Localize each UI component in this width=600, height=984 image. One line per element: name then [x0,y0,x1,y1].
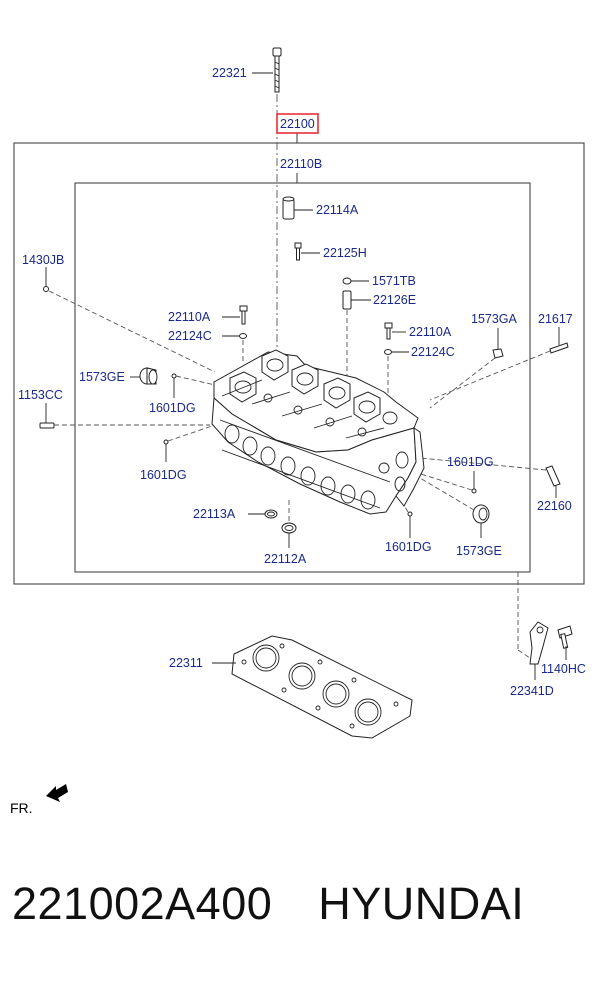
pin-1430jb-icon[interactable] [43,286,49,292]
front-direction-label: FR. [10,800,33,816]
label-22124c-right[interactable]: 22124C [411,345,455,359]
label-22110a-left[interactable]: 22110A [168,310,211,324]
stud-22160-icon[interactable] [545,465,561,487]
oring-22113a-icon[interactable] [264,509,278,519]
sleeve-22114a-icon[interactable] [282,196,295,220]
plug-1601dg-2-icon[interactable] [163,439,169,445]
label-1601dg-4[interactable]: 1601DG [385,540,432,554]
label-1601dg-2[interactable]: 1601DG [140,468,187,482]
label-1140hc[interactable]: 1140HC [541,662,586,676]
washer-22124c-left-icon[interactable] [239,333,247,339]
assembly-frame-inner [74,182,531,573]
plug-1573ge-left-icon[interactable] [139,367,158,385]
bolt-1140hc-icon[interactable] [557,625,573,649]
part-number: 221002A400 [12,878,273,929]
brand-name: HYUNDAI [318,878,525,929]
label-1573ge-left[interactable]: 1573GE [79,370,125,384]
oring-22112a-icon[interactable] [281,522,297,534]
bolt-22110a-right-icon[interactable] [384,322,393,340]
stud-21617-icon[interactable] [549,342,569,354]
label-22160[interactable]: 22160 [537,499,572,513]
cylinder-head-icon[interactable] [211,349,425,515]
stud-1153cc-icon[interactable] [39,422,55,429]
label-1573ga[interactable]: 1573GA [471,312,518,326]
label-21617[interactable]: 21617 [538,312,573,326]
label-1573ge-right[interactable]: 1573GE [456,544,502,558]
bracket-22341d-icon[interactable] [529,621,549,665]
bolt-22321-icon[interactable] [272,47,282,93]
label-1571tb[interactable]: 1571TB [372,274,416,288]
label-22114a[interactable]: 22114A [316,203,359,217]
plug-1601dg-1-icon[interactable] [171,373,177,379]
bolt-22125h-icon[interactable] [294,242,302,261]
label-22126e[interactable]: 22126E [373,293,416,307]
plug-1601dg-3-icon[interactable] [471,488,477,494]
bolt-22110a-left-icon[interactable] [239,305,248,325]
label-1601dg-3[interactable]: 1601DG [447,455,494,469]
label-22110b[interactable]: 22110B [280,157,322,171]
plug-1573ga-icon[interactable] [492,348,504,359]
washer-22124c-right-icon[interactable] [384,349,392,355]
pin-22126e-icon[interactable] [342,290,352,310]
assembly-frame-outer [13,142,585,585]
label-22110a-right[interactable]: 22110A [409,325,452,339]
label-22311[interactable]: 22311 [169,656,203,670]
front-arrow-icon [46,784,68,802]
highlight-box [276,113,319,134]
label-1601dg-1[interactable]: 1601DG [149,401,196,415]
plug-1571tb-icon[interactable] [342,277,352,285]
label-1430jb[interactable]: 1430JB [22,253,64,267]
label-22124c-left[interactable]: 22124C [168,329,212,343]
label-22113a[interactable]: 22113A [193,507,236,521]
label-22321[interactable]: 22321 [212,66,247,80]
label-22112a[interactable]: 22112A [264,552,307,566]
label-22100[interactable]: 22100 [280,117,315,131]
label-22125h[interactable]: 22125H [323,246,367,260]
label-22341d[interactable]: 22341D [510,684,554,698]
plug-1601dg-4-icon[interactable] [407,511,413,517]
head-gasket-22311-icon[interactable] [231,635,413,739]
plug-1573ge-right-icon[interactable] [472,504,490,524]
product-caption: 221002A400 HYUNDAI [12,878,592,948]
label-1153cc[interactable]: 1153CC [18,388,63,402]
